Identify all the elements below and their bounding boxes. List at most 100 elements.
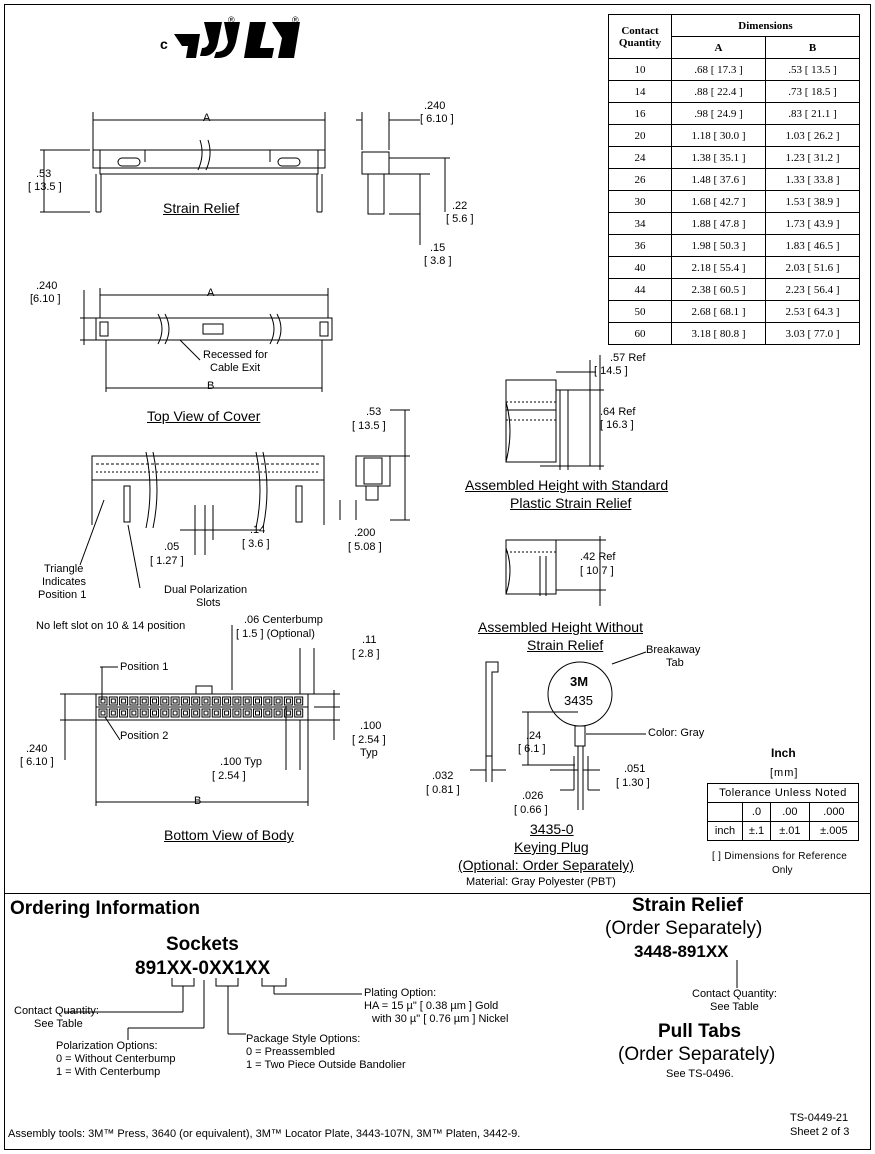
bv-typ-pitch-in: .100 Typ [220, 756, 262, 768]
contact-pin [108, 708, 118, 718]
as-ref2-in: .64 Ref [600, 406, 636, 418]
top-cover-view [80, 288, 333, 392]
tol-note-1: [ ] Dimensions for Reference [712, 851, 848, 862]
dimension-row: 14.88 [ 22.4 ].73 [ 18.5 ] [608, 80, 860, 103]
as-ref1-mm: [ 14.5 ] [594, 365, 628, 377]
bottom-view-body [60, 625, 340, 806]
order-polarization-title: Polarization Options: [56, 1040, 158, 1052]
order-package-0: 0 = Preassembled [246, 1046, 335, 1058]
ul-logo: c ® ® [160, 14, 310, 64]
bv-position-1: Position 1 [120, 661, 169, 673]
sro-contact-qty-2: See Table [710, 1001, 759, 1013]
dimension-cell-b: .53 [ 13.5 ] [765, 58, 860, 81]
socket-part-number: 891XX-0XX1XX [135, 958, 271, 979]
bv-pitch-in: .100 [360, 720, 382, 732]
kp-dim-026-mm: [ 0.66 ] [514, 804, 548, 816]
kp-breakaway-1: Breakaway [646, 644, 701, 656]
contact-pin-inner [110, 710, 116, 716]
dimension-cell-b: 2.03 [ 51.6 ] [765, 256, 860, 279]
sv-height-mm: [ 13.5 ] [352, 420, 386, 432]
pull-tabs-title: Pull Tabs [658, 1021, 742, 1042]
contact-pin [150, 696, 159, 706]
contact-pin-inner [255, 698, 260, 704]
contact-pin [129, 708, 139, 718]
dimension-cell-a: .98 [ 24.9 ] [671, 102, 766, 125]
ul-registered-2: ® [292, 15, 299, 25]
contact-pin [98, 708, 108, 718]
pull-tabs-subtitle: (Order Separately) [618, 1044, 776, 1065]
contact-pin-inner [162, 698, 168, 704]
contact-pin [191, 708, 201, 718]
sv-row-in: .200 [354, 527, 376, 539]
bv-width-mm: [ 6.10 ] [20, 756, 54, 768]
bv-width-in: .240 [26, 743, 48, 755]
contact-pin [150, 708, 159, 718]
contact-pin-inner [172, 698, 178, 704]
pull-tabs-see: See TS-0496. [666, 1068, 734, 1080]
header-contact-quantity-label: Contact Quantity [618, 24, 662, 49]
as-title-1: Assembled Height with Standard [465, 477, 669, 493]
contact-pin-inner [110, 698, 116, 704]
tol-note-2: Only [772, 865, 793, 876]
sr-height-in: .53 [36, 168, 52, 180]
tol-val-2: ±.005 [808, 821, 860, 841]
bv-pitch-typ: Typ [360, 747, 378, 759]
header-contact-quantity: Contact Quantity [608, 14, 672, 59]
contact-pin-inner [182, 698, 188, 704]
sv-triangle-1: Triangle [44, 563, 84, 575]
contact-pin [283, 708, 293, 718]
contact-pin [242, 708, 252, 718]
sockets-title: Sockets [166, 934, 239, 955]
sv-triangle-2: Indicates [42, 576, 87, 588]
contact-pin-inner [141, 710, 147, 716]
strain-relief-side-view [356, 112, 450, 245]
contact-pin-inner [100, 698, 106, 704]
dimension-cell-qty: 60 [608, 322, 672, 345]
contact-pin-inner [296, 710, 302, 716]
contact-pin [222, 708, 232, 718]
tc-width-in: .240 [36, 280, 58, 292]
sr-dim-22-in: .22 [452, 200, 468, 212]
contact-pin-inner [193, 698, 199, 704]
sr-height-mm: [ 13.5 ] [28, 181, 62, 193]
sr-title: Strain Relief [163, 200, 240, 216]
sv-pitch-mm: [ 3.6 ] [242, 538, 270, 550]
dimension-table: Contact Quantity Dimensions A B 10.68 [ … [608, 14, 860, 345]
order-polarization-0: 0 = Without Centerbump [56, 1053, 176, 1065]
order-plating-1: HA = 15 µ" [ 0.38 µm ] Gold [364, 1000, 499, 1012]
sr-dim-a: A [203, 112, 211, 124]
footer-doc-number: TS-0449-21 [790, 1112, 849, 1124]
tolerance-table: Tolerance Unless Noted .0 .00 .000 inch … [707, 783, 860, 841]
bv-typ-pitch-mm: [ 2.54 ] [212, 770, 246, 782]
tol-unit-mm: [mm] [770, 767, 799, 779]
tol-col-1: .00 [770, 802, 810, 822]
dimension-cell-a: 2.38 [ 60.5 ] [671, 278, 766, 301]
aw-title-1: Assembled Height Without [478, 619, 643, 635]
contact-pin [170, 708, 180, 718]
sr-dim-22-mm: [ 5.6 ] [446, 213, 474, 225]
dimension-cell-b: 1.73 [ 43.9 ] [765, 212, 860, 235]
contact-pin-inner [275, 710, 281, 716]
contact-pin [180, 696, 190, 706]
sr-dim-15-in: .15 [430, 242, 446, 254]
aw-ref-mm: [ 10.7 ] [580, 565, 614, 577]
bv-dim-11-mm: [ 2.8 ] [352, 648, 380, 660]
bv-title: Bottom View of Body [164, 827, 294, 843]
order-contact-qty-2: See Table [34, 1018, 83, 1030]
kp-plug-logo: 3M [570, 674, 589, 689]
contact-pin [283, 696, 293, 706]
assembled-standard-view [505, 355, 604, 470]
contact-pin-inner [131, 698, 137, 704]
contact-pin-inner [255, 710, 260, 716]
sv-slot-mm: [ 1.27 ] [150, 555, 184, 567]
kp-dim-032-mm: [ 0.81 ] [426, 784, 460, 796]
contact-pin-inner [131, 710, 137, 716]
contact-pin [119, 708, 129, 718]
kp-material: Material: Gray Polyester (PBT) [466, 876, 616, 888]
ul-logo-mark [174, 22, 300, 58]
